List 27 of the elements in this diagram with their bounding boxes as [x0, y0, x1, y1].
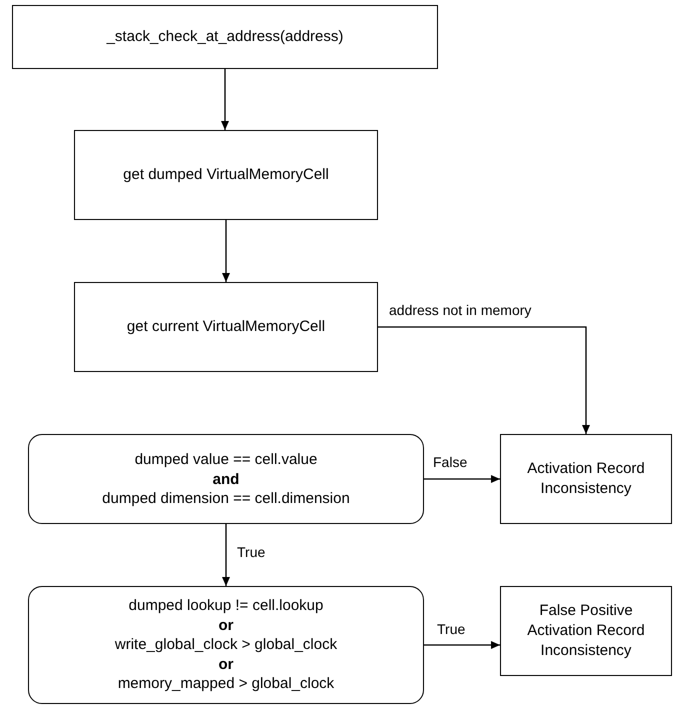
- node-text: write_global_clock > global_clock: [114, 635, 338, 655]
- node-text: dumped dimension == cell.dimension: [102, 488, 350, 508]
- node-text: get current VirtualMemoryCell: [126, 317, 326, 337]
- node-text: get dumped VirtualMemoryCell: [123, 165, 329, 185]
- operator-text: or: [218, 616, 234, 635]
- node-text: memory_mapped > global_clock: [118, 674, 334, 694]
- arrow: [424, 475, 500, 483]
- arrow: [378, 326, 590, 434]
- operator-text: and: [212, 470, 240, 488]
- node-text: dumped value == cell.value: [134, 450, 318, 470]
- arrow: [424, 641, 500, 649]
- process-box: [500, 586, 672, 676]
- operator-text: or: [218, 655, 234, 674]
- node-text: Activation Record Inconsistency: [526, 459, 646, 499]
- process-box: [74, 282, 378, 372]
- arrow: [222, 524, 230, 586]
- process-box: [500, 434, 672, 524]
- decision-box: [28, 434, 424, 524]
- process-box: [74, 130, 378, 220]
- edge-label: address not in memory: [388, 302, 532, 319]
- node-text: False Positive Activation Record Inconsistency: [526, 601, 646, 661]
- node-text: dumped lookup != cell.lookup: [128, 596, 324, 616]
- arrow: [222, 220, 230, 282]
- decision-box: [28, 586, 424, 704]
- arrow: [221, 69, 229, 130]
- node-text: _stack_check_at_address(address): [106, 27, 344, 47]
- process-box: [12, 5, 438, 69]
